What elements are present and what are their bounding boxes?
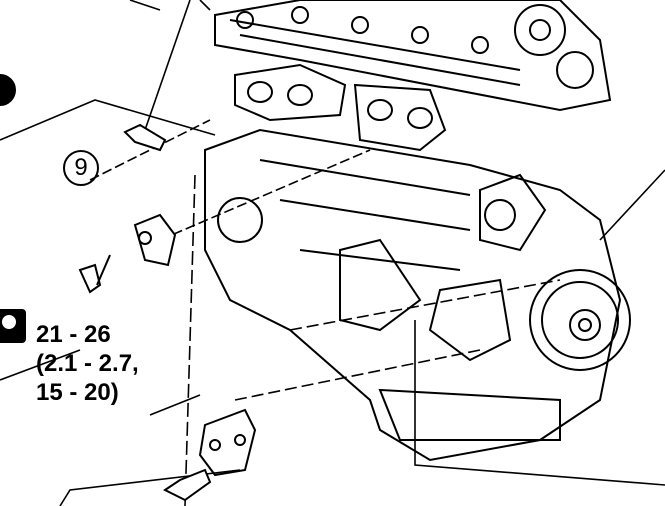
torque-wrench-icon	[0, 309, 26, 343]
torque-ftlb: 15 - 20)	[36, 379, 119, 406]
torque-nm: 21 - 26	[36, 321, 111, 348]
cylinder-head	[214, 0, 612, 112]
bracket-part	[198, 408, 257, 477]
callout-label: 9	[74, 154, 88, 181]
callout-number: 9	[63, 150, 99, 186]
intake-ports	[234, 63, 447, 152]
crankshaft-pulley	[529, 269, 631, 371]
bolts	[78, 123, 212, 502]
partial-part	[0, 74, 16, 106]
sensor-part	[133, 213, 177, 267]
engine-block	[204, 128, 622, 462]
torque-spec: 21 - 26 (2.1 - 2.7, 15 - 20)	[36, 320, 139, 407]
torque-kgm: (2.1 - 2.7,	[36, 350, 139, 377]
